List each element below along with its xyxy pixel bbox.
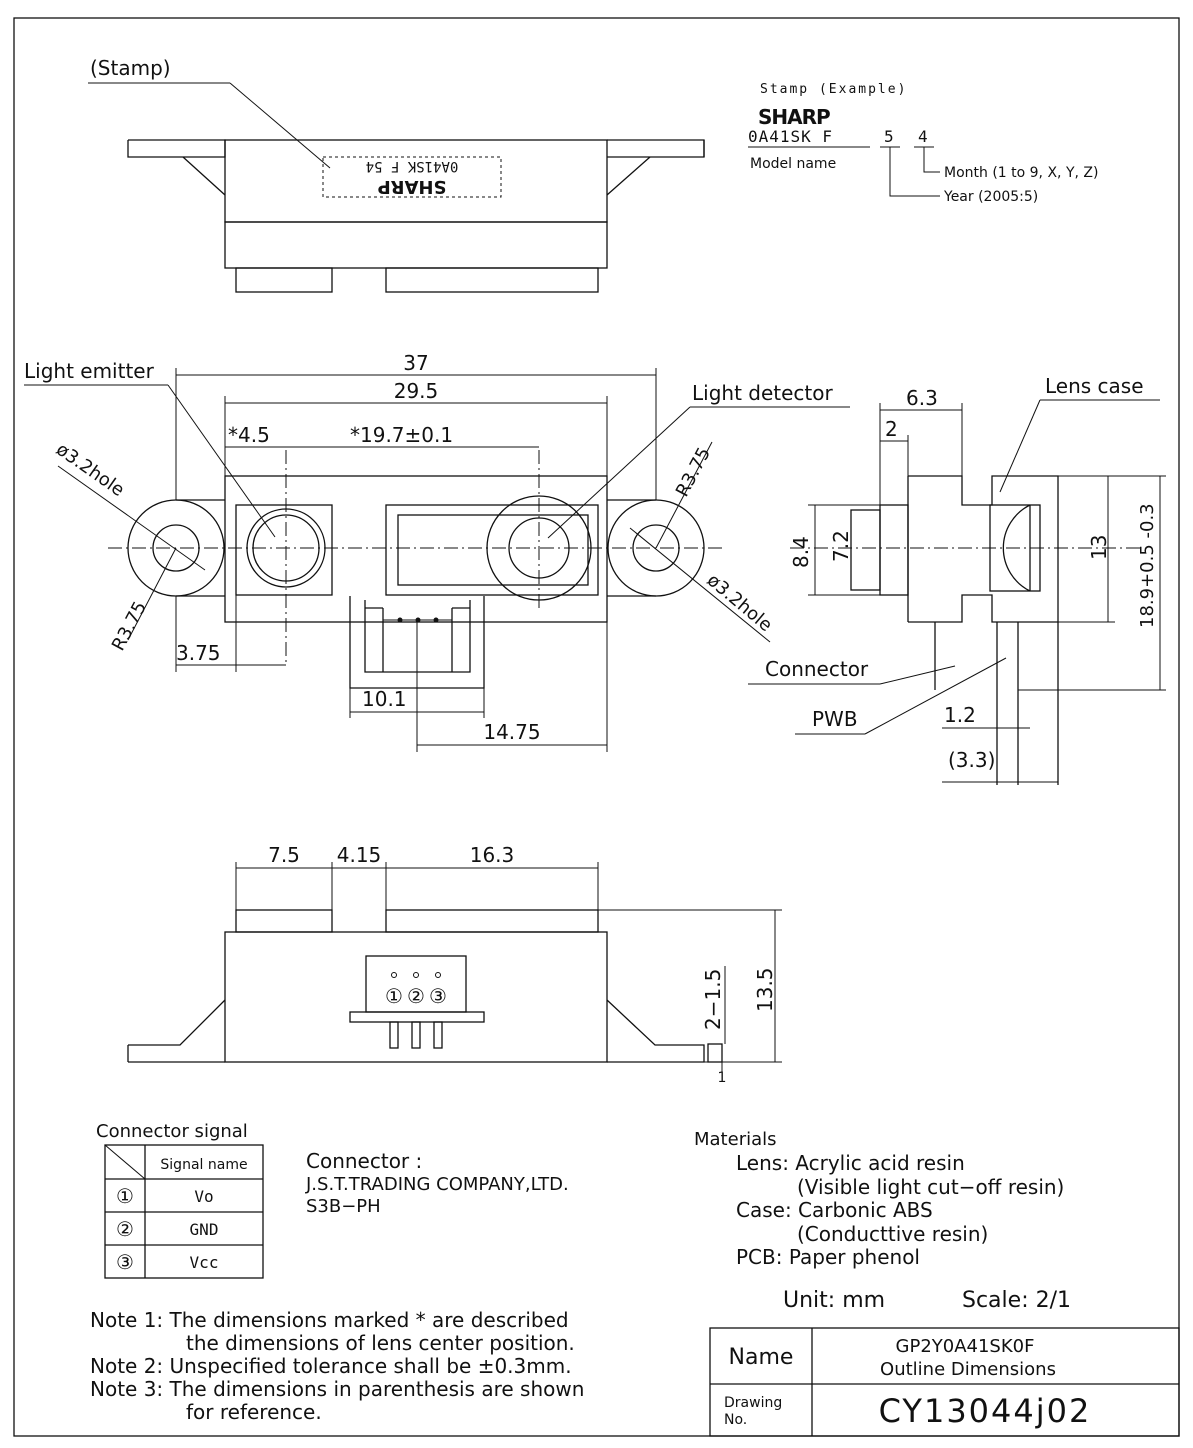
connector-info-line3: S3B−PH bbox=[306, 1196, 381, 1217]
signal-name-2: GND bbox=[190, 1220, 219, 1239]
dim-7-5: 7.5 bbox=[268, 843, 300, 867]
pin-label-2: ② bbox=[407, 984, 425, 1008]
dim-3-3: (3.3) bbox=[948, 748, 995, 772]
dim-6-3: 6.3 bbox=[906, 386, 938, 410]
connector-info: Connector : J.S.T.TRADING COMPANY,LTD. S… bbox=[305, 1149, 569, 1217]
drawing-title: Outline Dimensions bbox=[880, 1359, 1056, 1380]
dim-1-2: 1.2 bbox=[944, 703, 976, 727]
materials-title: Materials bbox=[694, 1129, 777, 1150]
dim-4-15: 4.15 bbox=[337, 843, 382, 867]
drawing-number: CY13044j02 bbox=[879, 1392, 1092, 1430]
connector-signal-table: Connector signal Signal name ① Vo ② GND … bbox=[96, 1121, 264, 1279]
dim-37: 37 bbox=[403, 351, 428, 375]
dim-8-4: 8.4 bbox=[789, 536, 813, 568]
note-line-2: the dimensions of lens center position. bbox=[186, 1331, 575, 1355]
connector-info-line2: J.S.T.TRADING COMPANY,LTD. bbox=[305, 1174, 569, 1195]
signal-name-header: Signal name bbox=[160, 1157, 247, 1173]
part-number: GP2Y0A41SK0F bbox=[896, 1336, 1035, 1357]
materials-case: Case: Carbonic ABS bbox=[736, 1198, 933, 1222]
stamp-example-code: 0A41SK F bbox=[748, 127, 833, 146]
stamp-example-month-digit: 4 bbox=[918, 127, 928, 146]
lens-case-label: Lens case bbox=[1045, 374, 1144, 398]
note-line-3: Note 2: Unspecified tolerance shall be ±… bbox=[90, 1354, 572, 1378]
dim-3-75: 3.75 bbox=[176, 641, 221, 665]
connector-info-line1: Connector : bbox=[306, 1149, 422, 1173]
dim-29-5: 29.5 bbox=[394, 379, 439, 403]
note-line-5: for reference. bbox=[186, 1400, 322, 1424]
year-note: Year (2005:5) bbox=[943, 189, 1038, 205]
hole-right-label: ø3.2hole bbox=[703, 570, 776, 636]
dim-19-7: *19.7±0.1 bbox=[350, 423, 453, 447]
connector-signal-title: Connector signal bbox=[96, 1121, 248, 1142]
connector-label: Connector bbox=[765, 657, 869, 681]
drawing-no-label-1: Drawing bbox=[724, 1395, 782, 1411]
side-view: 6.3 2 8.4 7.2 Lens case 13 18.9+0.5 -0.3… bbox=[748, 374, 1166, 785]
note-line-1: Note 1: The dimensions marked * are desc… bbox=[90, 1308, 569, 1332]
unit-label: Unit: mm bbox=[783, 1288, 885, 1313]
materials-case-note: (Conducttive resin) bbox=[797, 1222, 988, 1246]
dim-13-5: 13.5 bbox=[753, 967, 777, 1012]
stamp-example: Stamp (Example) SHARP 0A41SK F 5 4 Model… bbox=[748, 82, 1098, 205]
dim-7-2: 7.2 bbox=[829, 530, 853, 562]
stamp-mirror-logo: SHARP bbox=[377, 176, 446, 197]
dim-13: 13 bbox=[1087, 535, 1111, 560]
dim-2-1-5: 2−1.5 bbox=[701, 969, 725, 1030]
dim-4-5: *4.5 bbox=[228, 423, 270, 447]
stamp-example-year-digit: 5 bbox=[884, 127, 894, 146]
dim-14-75: 14.75 bbox=[483, 720, 540, 744]
dim-16-3: 16.3 bbox=[470, 843, 515, 867]
front-view: Light emitter Light detector 37 29.5 *4.… bbox=[24, 351, 850, 752]
signal-pin-2: ② bbox=[116, 1217, 134, 1241]
stamp-example-logo: SHARP bbox=[758, 105, 830, 129]
bottom-view: ① ② ③ 7.5 4.15 16.3 13.5 2−1.5 1 bbox=[127, 843, 782, 1086]
materials-lens-note: (Visible light cut−off resin) bbox=[797, 1175, 1064, 1199]
radius-left-label: R3.75 bbox=[108, 598, 151, 654]
materials: Materials Lens: Acrylic acid resin (Visi… bbox=[694, 1129, 1071, 1313]
light-emitter-label: Light emitter bbox=[24, 359, 155, 383]
pin-label-3: ③ bbox=[429, 984, 447, 1008]
dim-10-1: 10.1 bbox=[362, 687, 407, 711]
note-line-4: Note 3: The dimensions in parenthesis ar… bbox=[90, 1377, 584, 1401]
dim-18-9: 18.9+0.5 -0.3 bbox=[1137, 503, 1158, 628]
stamp-view: (Stamp) SHARP 0A41SK F 54 bbox=[88, 56, 705, 293]
drawing-border bbox=[13, 17, 1180, 1437]
dim-1: 1 bbox=[718, 1070, 727, 1086]
stamp-example-model-name: Model name bbox=[750, 156, 836, 172]
materials-pcb: PCB: Paper phenol bbox=[736, 1245, 920, 1269]
light-detector-label: Light detector bbox=[692, 381, 833, 405]
materials-lens: Lens: Acrylic acid resin bbox=[736, 1151, 965, 1175]
stamp-label: (Stamp) bbox=[90, 56, 171, 80]
pwb-label: PWB bbox=[812, 707, 858, 731]
name-label: Name bbox=[729, 1345, 794, 1370]
month-note: Month (1 to 9, X, Y, Z) bbox=[944, 165, 1098, 181]
stamp-example-title: Stamp (Example) bbox=[760, 82, 907, 97]
notes: Note 1: The dimensions marked * are desc… bbox=[90, 1308, 584, 1424]
signal-pin-1: ① bbox=[116, 1184, 134, 1208]
signal-pin-3: ③ bbox=[116, 1250, 134, 1274]
scale-label: Scale: 2/1 bbox=[962, 1288, 1071, 1313]
title-block: Name GP2Y0A41SK0F Outline Dimensions Dra… bbox=[709, 1327, 1180, 1437]
dim-2: 2 bbox=[885, 417, 898, 441]
signal-name-3: Vcc bbox=[190, 1253, 219, 1272]
radius-right-label: R3.75 bbox=[672, 444, 715, 500]
pin-label-1: ① bbox=[385, 984, 403, 1008]
signal-name-1: Vo bbox=[194, 1187, 213, 1206]
drawing-no-label-2: No. bbox=[724, 1412, 747, 1428]
stamp-mirror-code: 0A41SK F 54 bbox=[366, 158, 459, 174]
